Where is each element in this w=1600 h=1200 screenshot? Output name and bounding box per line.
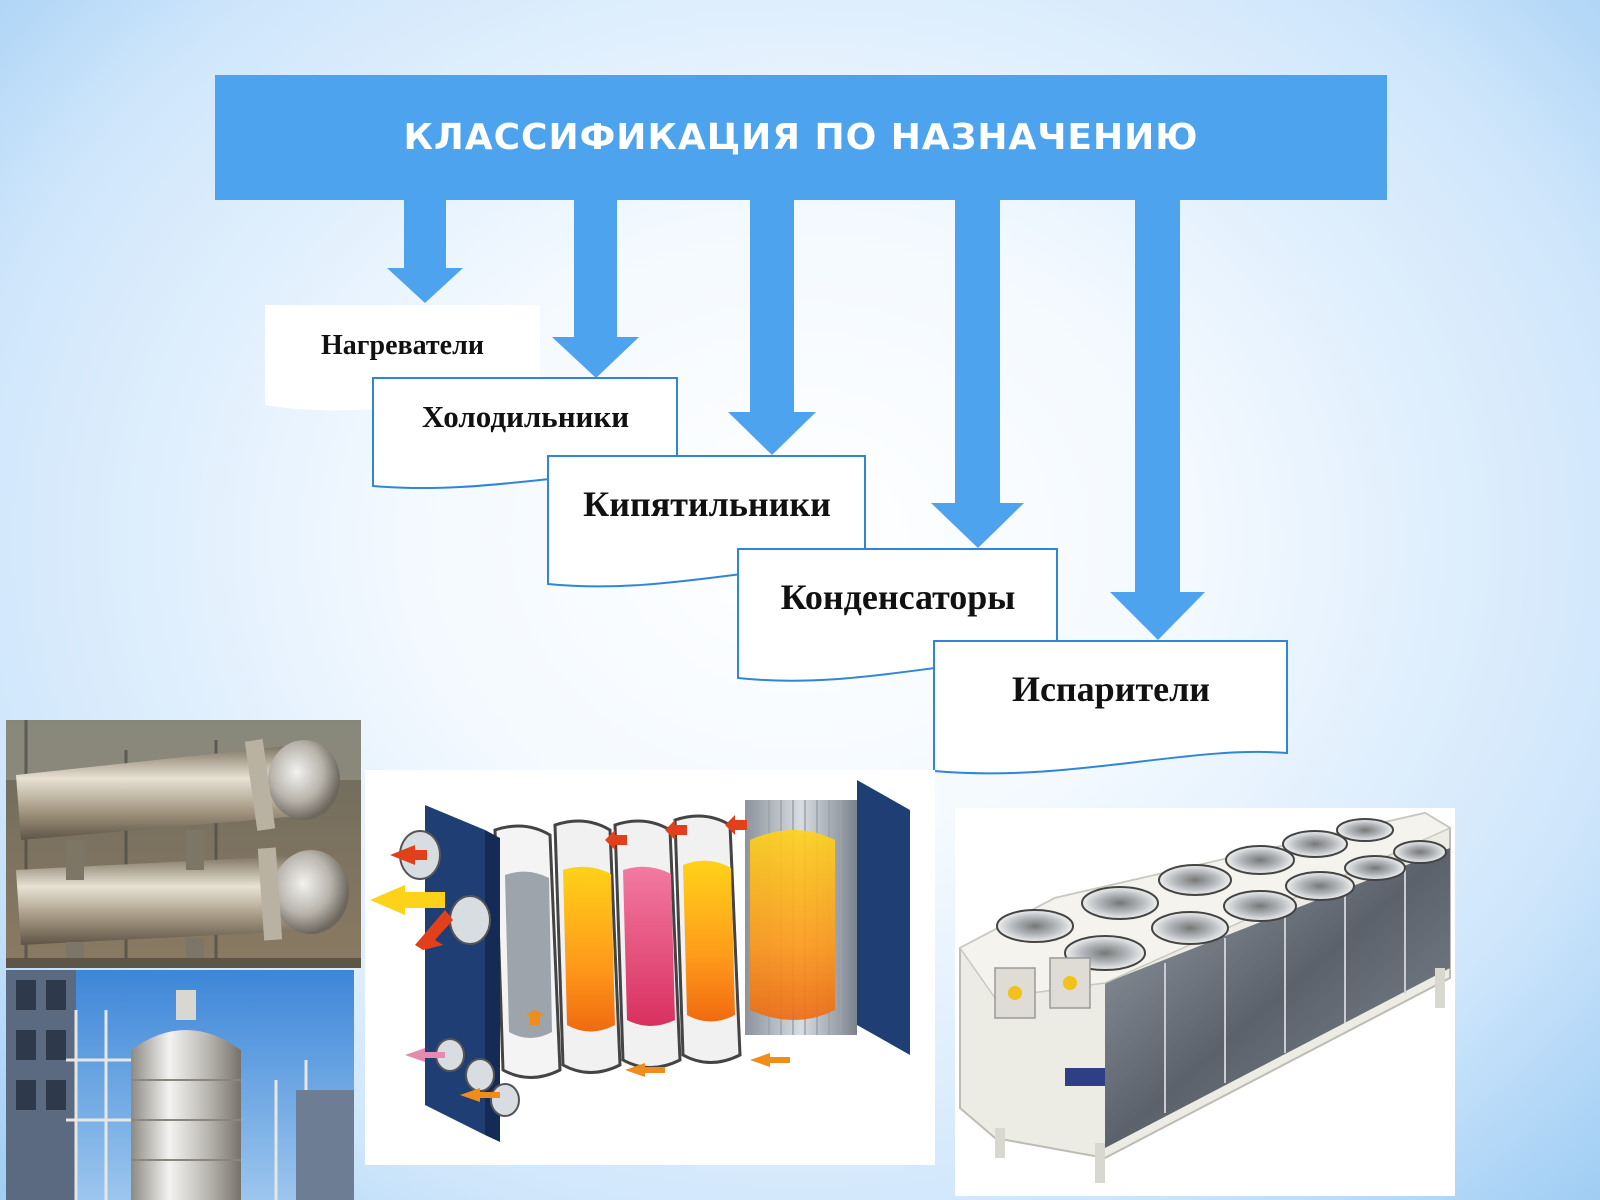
classification-banner: КЛАССИФИКАЦИЯ ПО НАЗНАЧЕНИЮ bbox=[215, 75, 1387, 200]
arrow-1 bbox=[387, 200, 463, 303]
category-label: Нагреватели bbox=[321, 330, 484, 361]
banner-title: КЛАССИФИКАЦИЯ ПО НАЗНАЧЕНИЮ bbox=[403, 117, 1199, 158]
arrow-4 bbox=[931, 200, 1024, 548]
arrow-5 bbox=[1110, 200, 1205, 640]
arrow-2 bbox=[552, 200, 639, 378]
category-label: Конденсаторы bbox=[780, 576, 1016, 617]
category-boilers: Кипятильники bbox=[547, 455, 866, 591]
category-label: Кипятильники bbox=[583, 483, 831, 524]
dry-cooler-unit-photo bbox=[955, 808, 1455, 1196]
vertical-tank-photo bbox=[6, 970, 354, 1200]
plate-heat-exchanger-diagram bbox=[365, 770, 935, 1165]
arrow-3 bbox=[728, 200, 816, 455]
shell-and-tube-heat-exchanger-photo bbox=[6, 720, 361, 968]
category-label: Испарители bbox=[1011, 669, 1211, 709]
category-label: Холодильники bbox=[421, 398, 630, 434]
card-shape bbox=[933, 640, 1288, 775]
category-evaporators: Испарители bbox=[933, 640, 1288, 779]
